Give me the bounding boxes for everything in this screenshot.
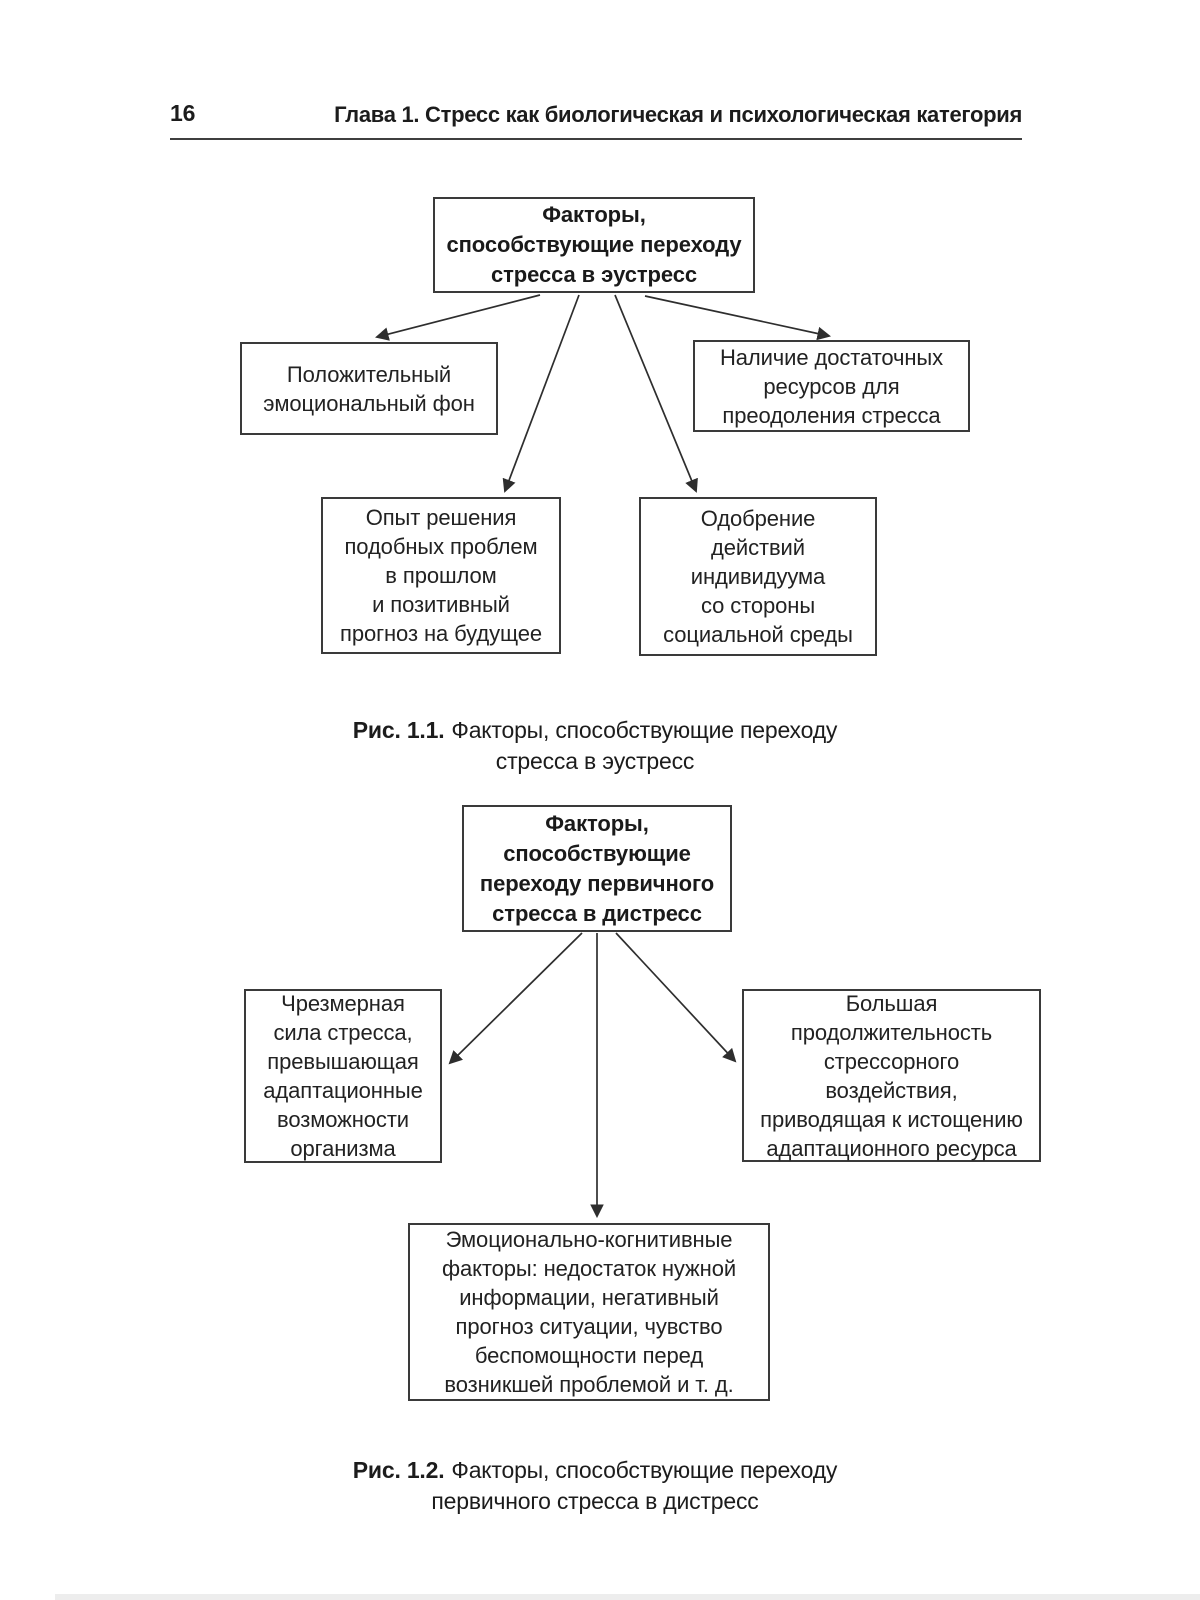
header-rule [170,138,1022,140]
bottom-scrollbar-track[interactable] [55,1594,1200,1600]
figure-1-caption: Рис. 1.1.Факторы, способствующие переход… [245,684,945,777]
figure-1-caption-label: Рис. 1.1. [352,717,445,743]
f1-mid-left-box: Опыт решения подобных проблем в прошлом … [321,497,561,654]
arrow-f1-to-right [644,295,831,341]
page-number: 16 [170,100,196,126]
arrow-f2-to-right [615,932,737,1063]
figure-2-caption: Рис. 1.2.Факторы, способствующие переход… [245,1424,945,1517]
f1-mid-right-box: Одобрение действий индивидуума со сторон… [639,497,877,656]
f1-right-box: Наличие достаточных ресурсов для преодол… [693,340,970,432]
f2-left-box: Чрезмерная сила стресса, превышающая ада… [244,989,442,1163]
f2-bottom-box: Эмоционально-когнитивные факторы: недост… [408,1223,770,1401]
f2-right-box: Большая продолжительность стрессорного в… [742,989,1041,1162]
arrow-f1-to-mid-left [502,294,580,493]
figure-2-caption-text: Факторы, способствующие переходу первичн… [431,1457,838,1514]
arrow-f1-to-mid-right [614,294,698,493]
f1-left-box: Положительный эмоциональный фон [240,342,498,435]
arrow-f2-to-left [448,932,583,1065]
chapter-header: Глава 1. Стресс как биологическая и псих… [334,102,1022,127]
arrow-f1-to-left [375,294,541,341]
f2-root-box: Факторы, способствующие переходу первичн… [462,805,732,932]
figure-1-caption-text: Факторы, способствующие переходу стресса… [451,717,838,774]
f1-root-box: Факторы, способствующие переходу стресса… [433,197,755,293]
figure-2-caption-label: Рис. 1.2. [352,1457,445,1483]
